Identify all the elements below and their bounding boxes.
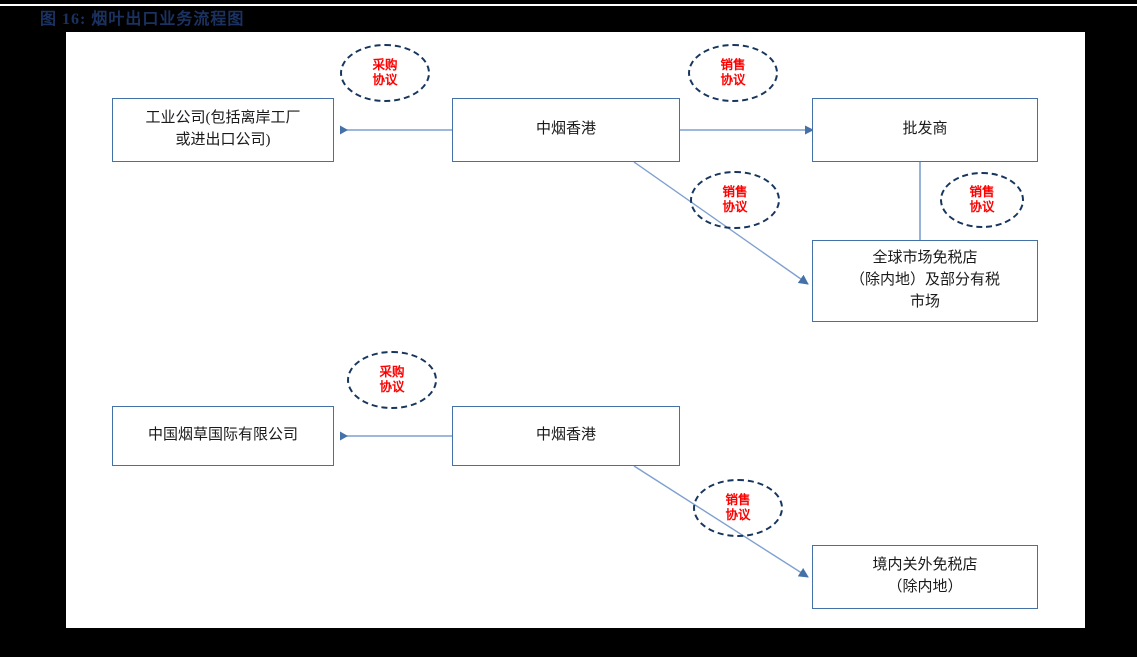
tag-label: 销售 协议	[720, 58, 746, 87]
node-label: 中烟香港	[535, 121, 596, 138]
node-cth-lower[interactable]: 中烟香港	[452, 406, 680, 466]
node-china-tobacco-intl[interactable]: 中国烟草国际有限公司	[112, 406, 334, 466]
tag-sales-agreement-upper-right: 销售 协议	[688, 44, 778, 102]
tag-label: 采购 协议	[372, 58, 398, 87]
tag-label: 采购 协议	[379, 365, 405, 394]
node-label: 中烟香港	[535, 427, 596, 444]
node-global-duty-free[interactable]: 全球市场免税店 （除内地）及部分有税 市场	[812, 240, 1038, 322]
node-label: 工业公司(包括离岸工厂 或进出口公司)	[145, 110, 301, 148]
tag-sales-agreement-middle: 销售 协议	[690, 171, 780, 229]
node-label: 批发商	[902, 121, 948, 138]
node-industrial-company[interactable]: 工业公司(包括离岸工厂 或进出口公司)	[112, 98, 334, 162]
node-wholesaler[interactable]: 批发商	[812, 98, 1038, 162]
diagram-canvas: 工业公司(包括离岸工厂 或进出口公司) 中烟香港 批发商 全球市场免税店 （除内…	[66, 32, 1085, 628]
node-label: 全球市场免税店 （除内地）及部分有税 市场	[849, 250, 1000, 310]
node-domestic-bonded-duty-free[interactable]: 境内关外免税店 （除内地）	[812, 545, 1038, 609]
node-label: 中国烟草国际有限公司	[147, 427, 298, 444]
tag-procurement-agreement-lower: 采购 协议	[347, 351, 437, 409]
node-label: 境内关外免税店 （除内地）	[872, 557, 978, 595]
tag-label: 销售 协议	[725, 493, 751, 522]
node-cth-upper[interactable]: 中烟香港	[452, 98, 680, 162]
tag-sales-agreement-lower: 销售 协议	[693, 479, 783, 537]
tag-label: 销售 协议	[969, 185, 995, 214]
top-rule-divider	[0, 4, 1137, 6]
tag-sales-agreement-wholesaler: 销售 协议	[940, 172, 1024, 228]
tag-label: 销售 协议	[722, 185, 748, 214]
tag-procurement-agreement-upper: 采购 协议	[340, 44, 430, 102]
figure-title: 图 16: 烟叶出口业务流程图	[40, 11, 245, 28]
